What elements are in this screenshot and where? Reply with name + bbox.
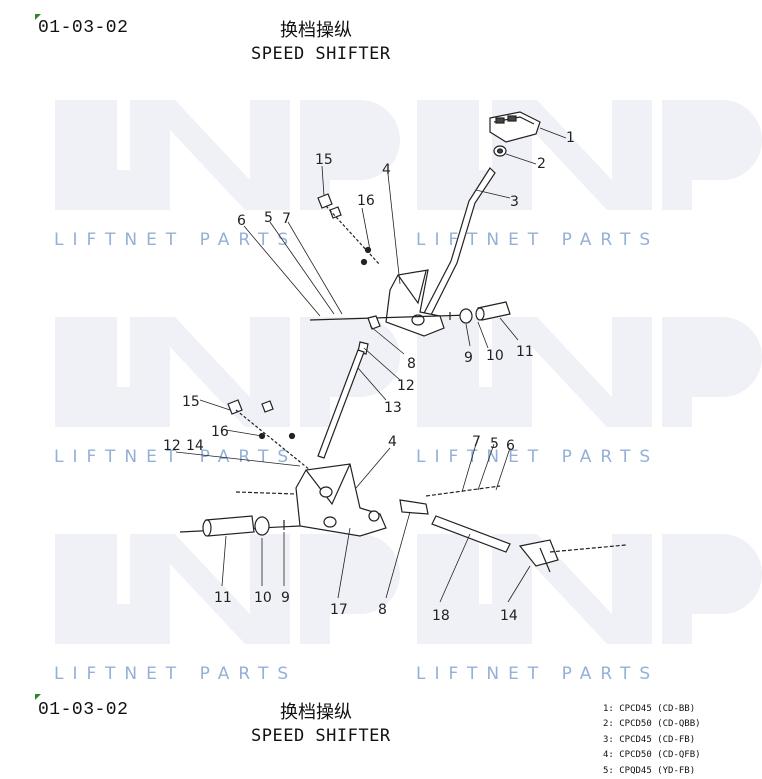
callout-4: 4 (382, 162, 391, 178)
footer-title-cn: 换档操纵 (280, 702, 352, 723)
part-bracket-upper (385, 269, 445, 337)
model-item: 2: CPCD50 (CD-QBB) (603, 719, 701, 730)
watermark-text: LIFTNET PARTS (54, 664, 297, 684)
footer-title-en: SPEED SHIFTER (251, 726, 391, 746)
watermark-text: LIFTNET PARTS (416, 664, 659, 684)
watermark-text: LIFTNET PARTS (54, 447, 297, 467)
callout-13: 13 (384, 400, 402, 416)
callout-10: 10 (486, 348, 504, 364)
watermark-logo (417, 534, 762, 644)
part-bolt-lower (227, 399, 311, 471)
callout-3: 3 (510, 194, 519, 210)
page-title-cn: 换档操纵 (280, 20, 352, 41)
page-code: 01-03-02 (38, 18, 129, 38)
part-nut (493, 145, 507, 157)
callout-5: 5 (490, 436, 499, 452)
watermark-layer: LIFTNET PARTS LIFTNET PARTS LIFTNET PART… (54, 100, 762, 684)
callout-8: 8 (378, 602, 387, 618)
watermark-text: LIFTNET PARTS (416, 447, 659, 467)
footer-code: 01-03-02 (38, 700, 129, 720)
part-bolt-upper (317, 193, 381, 266)
callout-12: 12 (397, 378, 415, 394)
callout-7: 7 (282, 211, 291, 227)
callout-15: 15 (315, 152, 333, 168)
callout-16: 16 (357, 193, 375, 209)
callout-9: 9 (464, 350, 473, 366)
corner-mark (35, 694, 41, 700)
watermark-logo (417, 317, 762, 427)
part-lever-arm (518, 539, 559, 573)
part-pin-lower (202, 515, 255, 537)
watermark-text: LIFTNET PARTS (54, 230, 297, 250)
callout-7: 7 (472, 434, 481, 450)
leader-lines (175, 127, 567, 603)
callout-14: 14 (500, 608, 518, 624)
callout-2: 2 (537, 156, 546, 172)
corner-mark (35, 14, 41, 20)
callout-6: 6 (237, 213, 246, 229)
callout-11: 11 (516, 344, 534, 360)
callout-6: 6 (506, 438, 515, 454)
part-clevis (399, 499, 429, 515)
part-pin-upper (475, 301, 511, 321)
part-washer-upper (459, 308, 473, 324)
callout-18: 18 (432, 608, 450, 624)
callout-9: 9 (281, 590, 290, 606)
callout-17: 17 (330, 602, 348, 618)
callout-1: 1 (566, 130, 575, 146)
callout-12: 12 (163, 438, 181, 454)
page-title-en: SPEED SHIFTER (251, 44, 391, 64)
part-washer-lower (254, 516, 270, 536)
callout-16: 16 (211, 424, 229, 440)
upper-assembly (309, 111, 541, 459)
part-shaft (431, 515, 511, 553)
model-item: 1: CPCD45 (CD-BB) (603, 704, 696, 714)
model-item: 5: CPQD45 (YD-FB) (603, 765, 696, 776)
lower-assembly (179, 399, 627, 573)
watermark-logo (55, 317, 400, 427)
watermark-logo (417, 100, 762, 210)
callout-4: 4 (388, 434, 397, 450)
callout-11: 11 (214, 590, 232, 606)
watermark-text: LIFTNET PARTS (416, 230, 659, 250)
model-list: 1: CPCD45 (CD-BB) 2: CPCD50 (CD-QBB) 3: … (603, 702, 701, 779)
callout-5: 5 (264, 210, 273, 226)
callout-14: 14 (186, 438, 204, 454)
part-rod-link (317, 315, 381, 459)
watermark-logo (55, 534, 400, 644)
watermark-logo (55, 100, 400, 210)
callout-numbers: 1 2 3 4 15 16 6 5 7 8 9 10 11 12 13 15 1… (163, 130, 575, 624)
callout-10: 10 (254, 590, 272, 606)
part-bracket-lower (295, 463, 387, 537)
model-item: 3: CPCD45 (CD-FB) (603, 734, 696, 745)
callout-8: 8 (407, 356, 416, 372)
callout-15: 15 (182, 394, 200, 410)
model-item: 4: CPCD50 (CD-QFB) (603, 750, 701, 761)
part-knob (489, 111, 541, 143)
